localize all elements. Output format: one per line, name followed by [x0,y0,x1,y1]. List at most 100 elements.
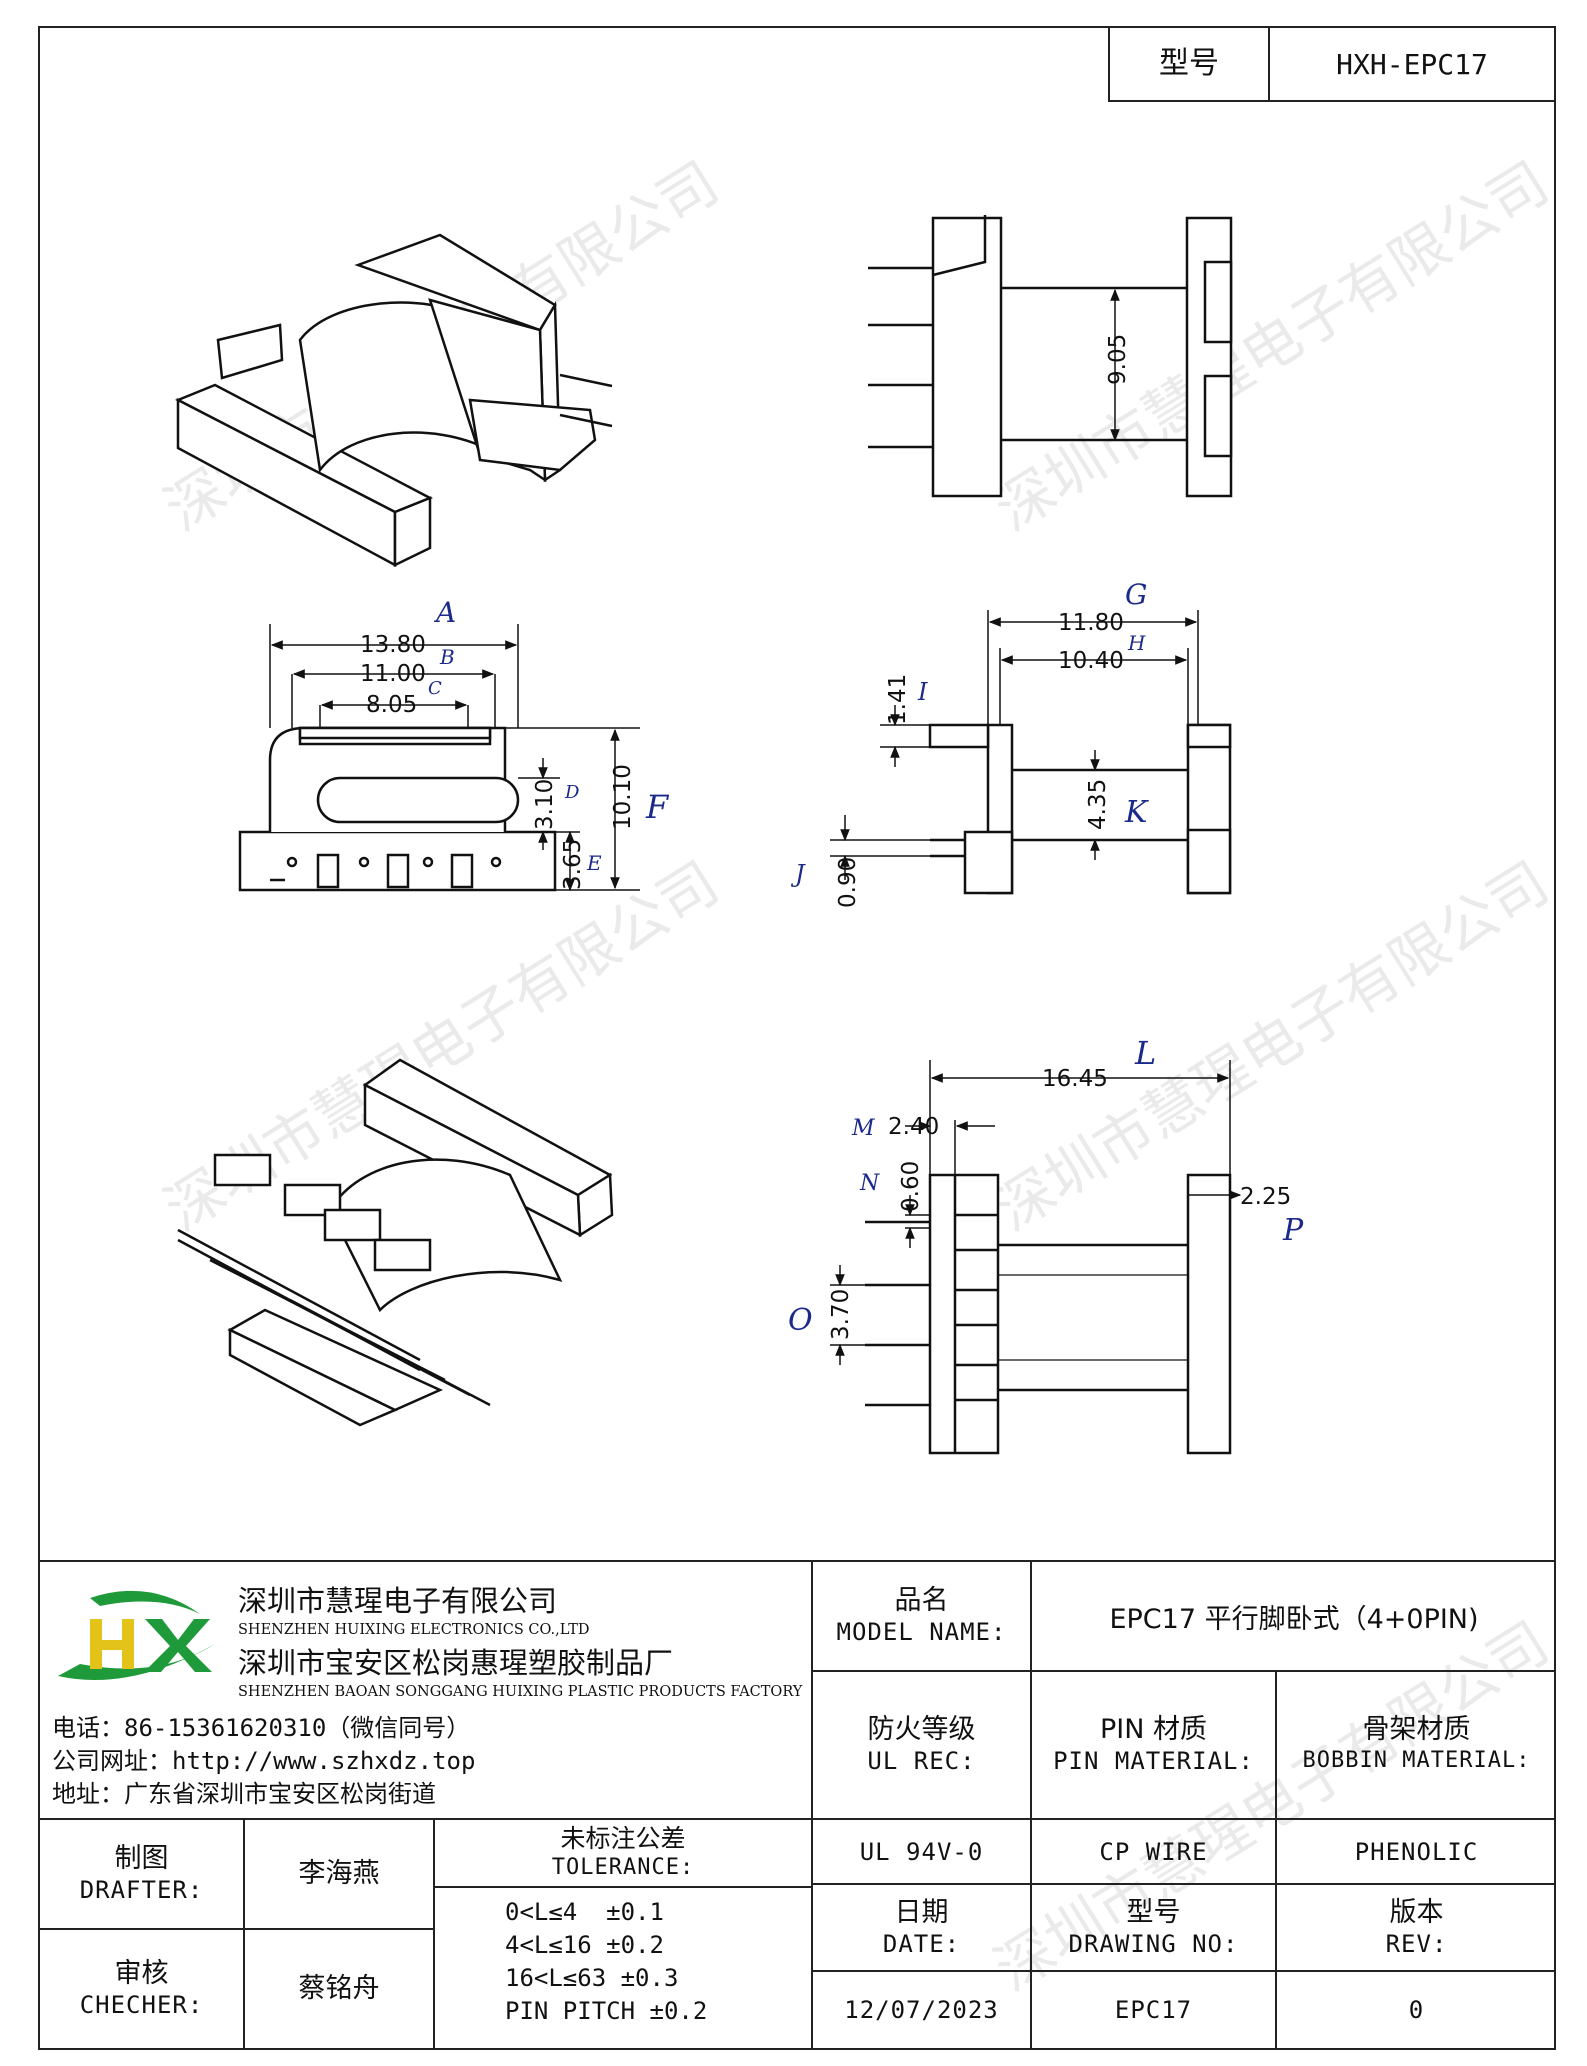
checker-label-cell: 审核 CHECHER: [40,1930,243,2048]
dim-value-3-65: 3.65 [560,839,586,890]
pin-material-label-cn: PIN 材质 [1099,1714,1208,1745]
title-block-divider [811,1970,1556,1972]
title-block-divider [1030,1560,1032,2050]
checker-name: 蔡铭舟 [298,1973,380,2004]
company-name-en-2: SHENZHEN BAOAN SONGGANG HUIXING PLASTIC … [238,1684,803,1700]
title-block-divider [433,1818,435,2050]
dim-label-c: C [428,678,442,699]
dim-value-4-35: 4.35 [1085,779,1111,830]
drawing-no-value: EPC17 [1114,1996,1193,2024]
drawing-frame [38,26,1556,2050]
title-block-divider [811,1670,1556,1672]
dim-value-10-10: 10.10 [610,764,636,830]
ul-value: UL 94V-0 [859,1837,984,1866]
drafter-label-cell: 制图 DRAFTER: [40,1820,243,1928]
technical-drawing: 9.05 13.80 11.00 8.05 3.10 3.65 10.10 11… [175,215,1304,1455]
rev-value-cell: 0 [1277,1972,1556,2048]
dim-value-1-41: 1.41 [885,674,911,725]
dim-label-m: M [851,1116,875,1141]
pin-material-label-cell: PIN 材质 PIN MATERIAL: [1032,1672,1275,1818]
dim-label-i: I [917,678,928,706]
dim-value-16-45: 16.45 [1042,1066,1108,1092]
title-block-divider [38,1928,433,1930]
drafter-name: 李海燕 [298,1858,380,1889]
drawing-no-label-cell: 型号 DRAWING NO: [1032,1885,1275,1970]
bobbin-material-label-en: BOBBIN MATERIAL: [1302,1748,1531,1773]
checker-name-cell: 蔡铭舟 [245,1930,433,2048]
dim-label-h: H [1127,631,1146,655]
dim-value-9-05: 9.05 [1105,334,1131,385]
drawing-no-value-cell: EPC17 [1032,1972,1275,2048]
dim-label-a: A [433,596,456,629]
dim-label-o: O [788,1303,813,1338]
drawing-no-label-cn: 型号 [1126,1896,1181,1928]
dim-value-2-25: 2.25 [1240,1184,1291,1210]
dim-label-b: B [439,645,455,669]
checker-label-cn: 审核 [114,1958,169,1989]
ul-label-cell: 防火等级 UL REC: [813,1672,1030,1818]
date-value: 12/07/2023 [844,1996,999,2024]
dim-value-2-40: 2.40 [888,1114,939,1140]
title-block-divider [811,1883,1556,1885]
date-label-cn: 日期 [894,1896,949,1928]
date-value-cell: 12/07/2023 [813,1972,1030,2048]
bottom-view [830,1060,1242,1455]
pin-material-value-cell: CP WIRE [1032,1820,1275,1883]
header-model-label-cell: 型号 [1108,26,1268,102]
dim-label-f: F [645,788,670,826]
rev-label-cn: 版本 [1389,1896,1444,1928]
title-block-divider [811,1560,813,2050]
title-block-top-border [38,1560,1556,1562]
dim-value-0-90: 0.90 [835,857,861,908]
ul-label-en: UL REC: [867,1747,976,1775]
dim-value-8-05: 8.05 [366,692,417,718]
ul-value-cell: UL 94V-0 [813,1820,1030,1883]
bobbin-material-label-cell: 骨架材质 BOBBIN MATERIAL: [1277,1672,1556,1818]
model-name-label-cell: 品名 MODEL NAME: [813,1562,1030,1670]
bobbin-material-label-cn: 骨架材质 [1362,1714,1471,1745]
checker-label-en: CHECHER: [79,1991,204,2019]
dim-value-11-00: 11.00 [360,661,426,687]
tolerance-line: 16<L≤63 ±0.3 [505,1964,679,1992]
bobbin-material-value-cell: PHENOLIC [1277,1820,1556,1883]
tolerance-label-en: TOLERANCE: [551,1855,695,1880]
title-block-divider [1275,1670,1277,2050]
rev-label-en: REV: [1385,1929,1448,1958]
dim-value-3-70: 3.70 [828,1289,854,1340]
front-view [238,624,640,892]
company-address: 地址：广东省深圳市宝安区松岗街道 [52,1780,436,1808]
tolerance-line: PIN PITCH ±0.2 [505,1997,708,2025]
bobbin-material-value: PHENOLIC [1354,1837,1479,1866]
dim-value-11-80: 11.80 [1058,610,1124,636]
tolerance-label-cell: 未标注公差 TOLERANCE: [435,1820,811,1886]
company-phone: 电话：86-15361620310（微信同号） [52,1714,471,1742]
drafter-name-cell: 李海燕 [245,1820,433,1928]
side-view [830,610,1232,895]
dim-label-e: E [586,851,602,875]
model-name-label-en: MODEL NAME: [836,1618,1007,1646]
tolerance-line: 0<L≤4 ±0.1 [505,1898,664,1926]
rev-value: 0 [1408,1996,1425,2024]
pin-material-label-en: PIN MATERIAL: [1053,1747,1254,1775]
title-block-divider [243,1818,245,2050]
drafter-label-en: DRAFTER: [79,1876,204,1904]
dim-label-j: J [790,860,806,888]
tolerance-label-cn: 未标注公差 [560,1824,686,1853]
dim-label-d: D [564,782,580,803]
rev-label-cell: 版本 REV: [1277,1885,1556,1970]
isometric-view-top [175,233,613,568]
pin-material-value: CP WIRE [1099,1837,1208,1866]
dim-label-g: G [1125,578,1147,611]
date-label-en: DATE: [882,1929,961,1958]
title-block-divider [433,1886,811,1888]
tolerance-line: 4<L≤16 ±0.2 [505,1931,664,1959]
company-name-cn-1: 深圳市慧瑆电子有限公司 [238,1584,558,1618]
ul-label-cn: 防火等级 [867,1714,976,1745]
dim-label-k: K [1124,795,1149,830]
company-website[interactable]: 公司网址：http://www.szhxdz.top [52,1747,476,1775]
dim-label-l: L [1134,1034,1156,1072]
header-model-value-cell: HXH-EPC17 [1268,26,1556,102]
company-name-en-1: SHENZHEN HUIXING ELECTRONICS CO.,LTD [238,1622,590,1638]
dim-value-10-40: 10.40 [1058,648,1124,674]
dim-label-p: P [1282,1213,1304,1248]
